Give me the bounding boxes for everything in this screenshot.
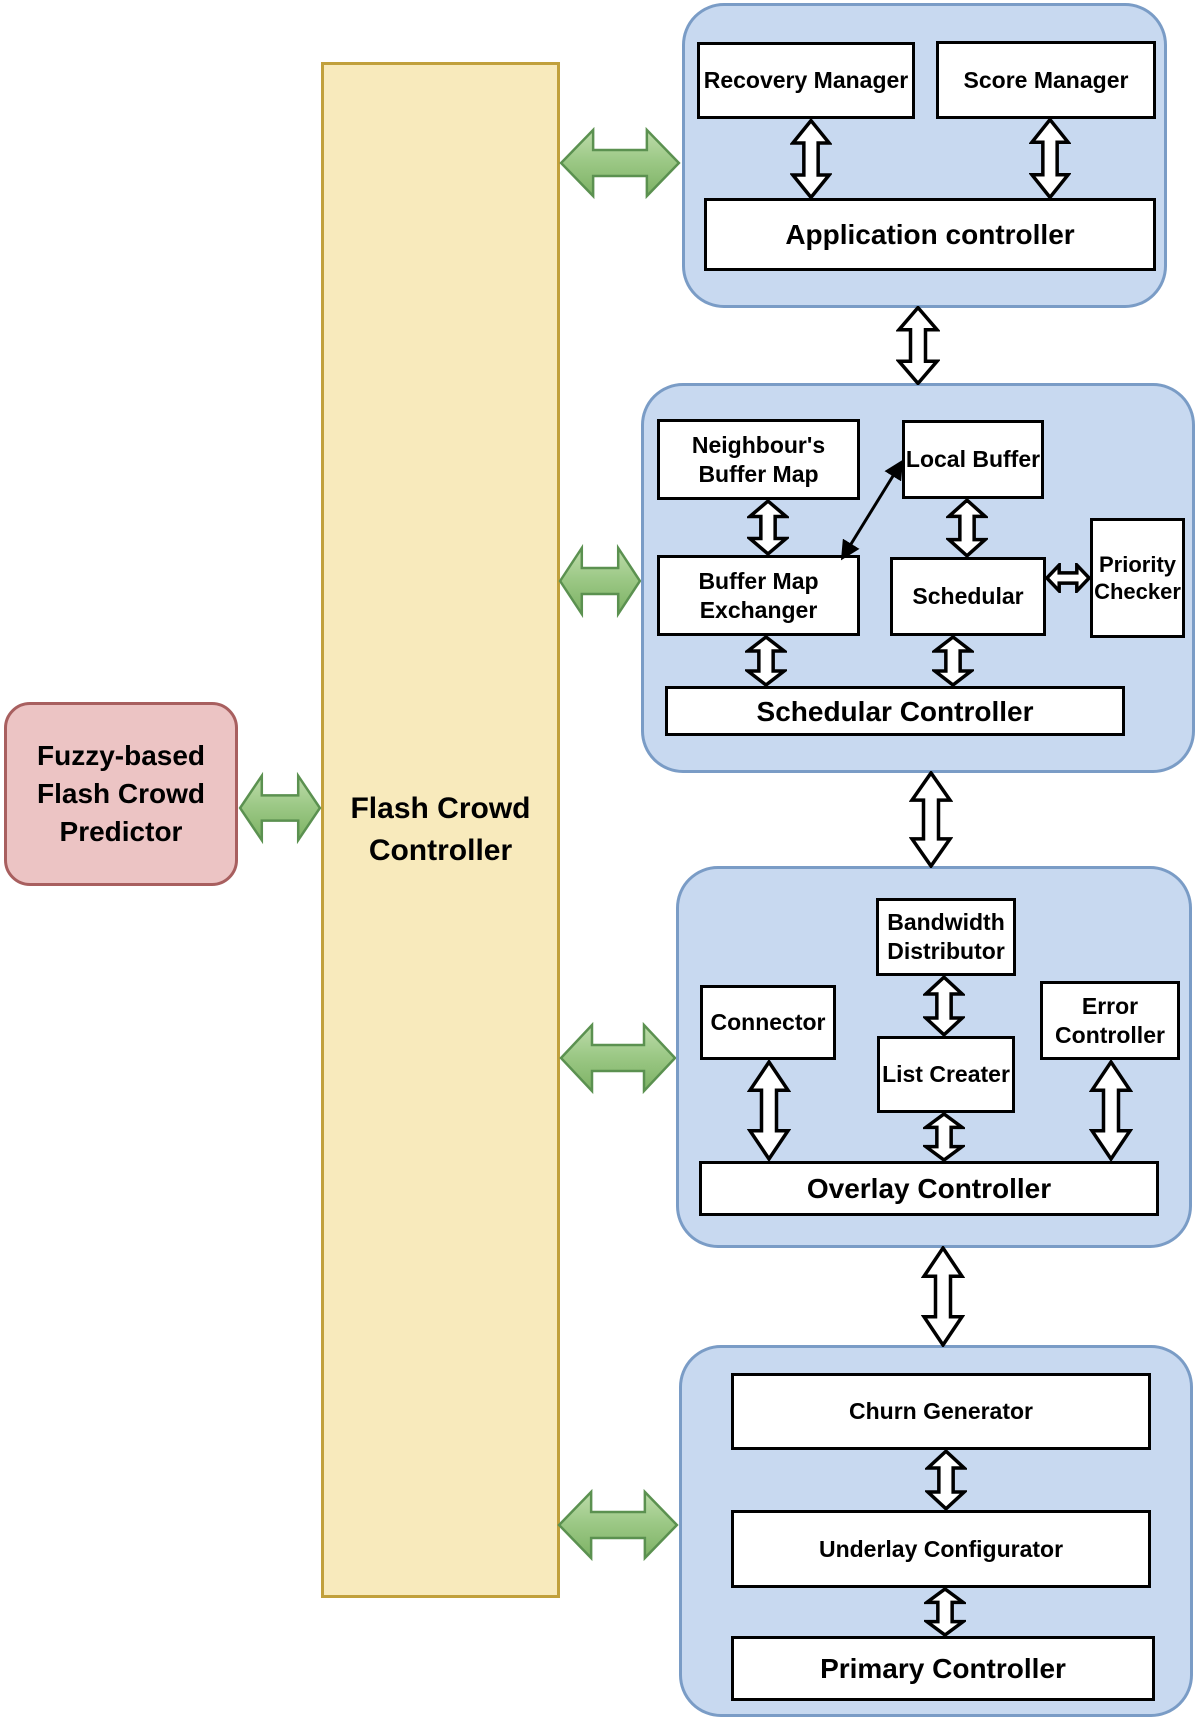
overlay-module: Bandwidth Distributor Connector List Cre… [676,866,1192,1248]
diagonal-double-arrow-exchanger-localbuffer [840,459,904,561]
underlay-configurator-box: Underlay Configurator [731,1510,1151,1588]
fuzzy-predictor-box: Fuzzy-based Flash Crowd Predictor [4,702,238,886]
underlay-module: Churn Generator Underlay Configurator Pr… [679,1345,1193,1717]
double-arrow-connector-overlaycontroller [748,1060,790,1161]
double-arrow-exchanger-controller [746,636,786,686]
double-arrow-churn-underlay [926,1450,966,1510]
green-link-arrow-overlay [559,1023,677,1093]
double-arrow-localbuffer-schedular [947,499,987,557]
green-link-arrow-scheduler [558,546,642,616]
double-arrow-underlay-primary [925,1588,965,1636]
overlay-controller-box: Overlay Controller [699,1161,1159,1216]
bandwidth-distributor-box: Bandwidth Distributor [876,898,1016,976]
green-link-arrow-application [559,128,681,198]
double-arrow-error-overlaycontroller [1090,1060,1132,1161]
flash-crowd-controller-box: Flash Crowd Controller [321,62,560,1598]
local-buffer-box: Local Buffer [902,420,1044,499]
primary-controller-box: Primary Controller [731,1636,1155,1701]
recovery-manager-box: Recovery Manager [697,42,915,119]
churn-generator-box: Churn Generator [731,1373,1151,1450]
green-link-arrow-underlay [557,1490,679,1560]
application-controller-box: Application controller [704,198,1156,271]
schedular-controller-box: Schedular Controller [665,686,1125,736]
double-arrow-overlay-underlay [922,1246,964,1347]
flash-crowd-controller-label: Flash Crowd Controller [350,792,531,867]
double-arrow-neighbours-exchanger [748,500,788,555]
application-module: Recovery Manager Score Manager Applicati… [682,3,1167,308]
schedular-box: Schedular [890,557,1046,636]
double-arrow-bandwidth-listcreater [924,976,964,1036]
priority-checker-box: Priority Checker [1090,518,1185,638]
score-manager-box: Score Manager [936,41,1156,119]
double-arrow-scheduler-overlay [910,771,952,868]
error-controller-box: Error Controller [1040,981,1180,1060]
buffer-map-exchanger-box: Buffer Map Exchanger [657,555,860,636]
double-arrow-schedular-priority [1046,563,1090,593]
connector-box: Connector [700,985,836,1060]
neighbours-buffer-map-box: Neighbour's Buffer Map [657,419,860,500]
double-arrow-listcreater-overlaycontroller [924,1113,964,1161]
double-arrow-score-appcontroller [1030,118,1070,199]
fuzzy-predictor-label: Fuzzy-based Flash Crowd Predictor [36,739,206,848]
double-arrow-application-scheduler [897,306,939,385]
list-creater-box: List Creater [877,1036,1015,1113]
scheduler-module: Neighbour's Buffer Map Local Buffer Buff… [641,383,1195,773]
green-link-arrow-predictor [238,774,322,842]
double-arrow-schedular-controller [933,636,973,686]
double-arrow-recovery-appcontroller [791,119,831,199]
